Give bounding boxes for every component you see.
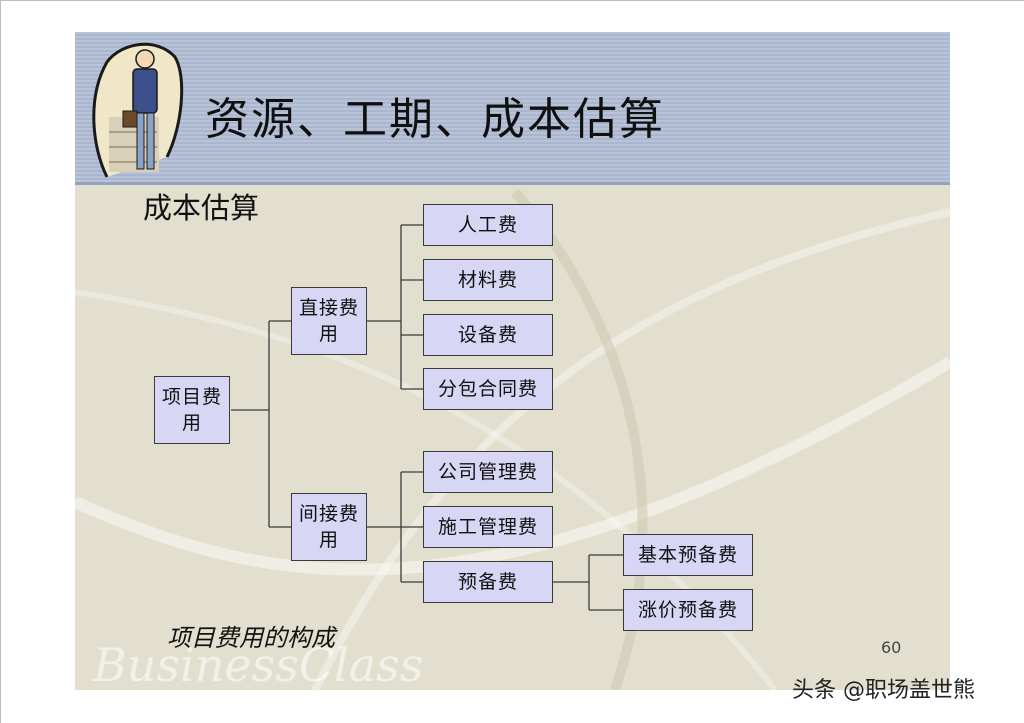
node-material-cost: 材料费 xyxy=(423,259,553,301)
page-number: 60 xyxy=(881,638,902,657)
header-band xyxy=(75,32,950,182)
diagram-caption: 项目费用的构成 xyxy=(167,624,335,652)
node-contingency-cost: 预备费 xyxy=(423,561,553,603)
header-divider xyxy=(75,182,950,185)
node-labor-cost: 人工费 xyxy=(423,204,553,246)
window-left-border xyxy=(0,0,1,723)
node-basic-contingency: 基本预备费 xyxy=(623,534,753,576)
node-equipment-cost: 设备费 xyxy=(423,314,553,356)
slide-title: 资源、工期、成本估算 xyxy=(205,94,665,145)
background-script-watermark: BusinessClass xyxy=(93,638,424,690)
node-company-management-cost: 公司管理费 xyxy=(423,451,553,493)
slide: 资源、工期、成本估算 成本估算 项目费用 直接费用 间接费用 人工费 xyxy=(75,32,950,690)
node-root: 项目费用 xyxy=(154,376,230,444)
source-watermark: 头条 @职场盖世熊 xyxy=(792,678,975,703)
businessman-illustration-icon xyxy=(92,42,184,178)
node-price-contingency: 涨价预备费 xyxy=(623,589,753,631)
node-direct-cost: 直接费用 xyxy=(291,287,367,355)
section-subtitle: 成本估算 xyxy=(143,191,260,225)
diagram-connectors xyxy=(231,224,623,611)
node-indirect-cost: 间接费用 xyxy=(291,493,367,561)
node-subcontract-cost: 分包合同费 xyxy=(423,368,553,410)
node-construction-management-cost: 施工管理费 xyxy=(423,506,553,548)
window-top-border xyxy=(0,0,1024,1)
